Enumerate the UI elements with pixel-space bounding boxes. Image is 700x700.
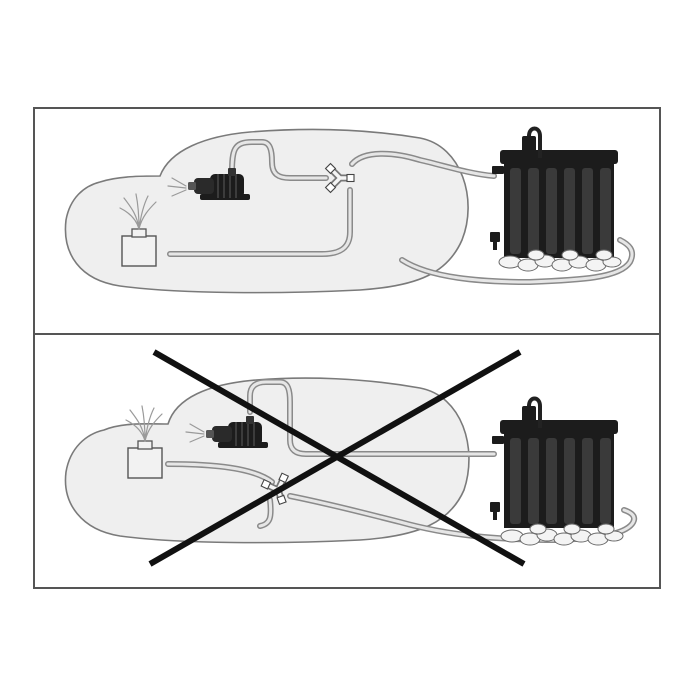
- cross-out-icon: [148, 349, 526, 567]
- spray-icon: [185, 423, 205, 443]
- panel-incorrect-setup: [33, 333, 661, 589]
- panel-correct-setup: [33, 107, 661, 335]
- pond-icon: [64, 377, 470, 544]
- spray-icon: [167, 177, 187, 197]
- hose-icon: [167, 139, 636, 285]
- pond-icon: [64, 128, 469, 294]
